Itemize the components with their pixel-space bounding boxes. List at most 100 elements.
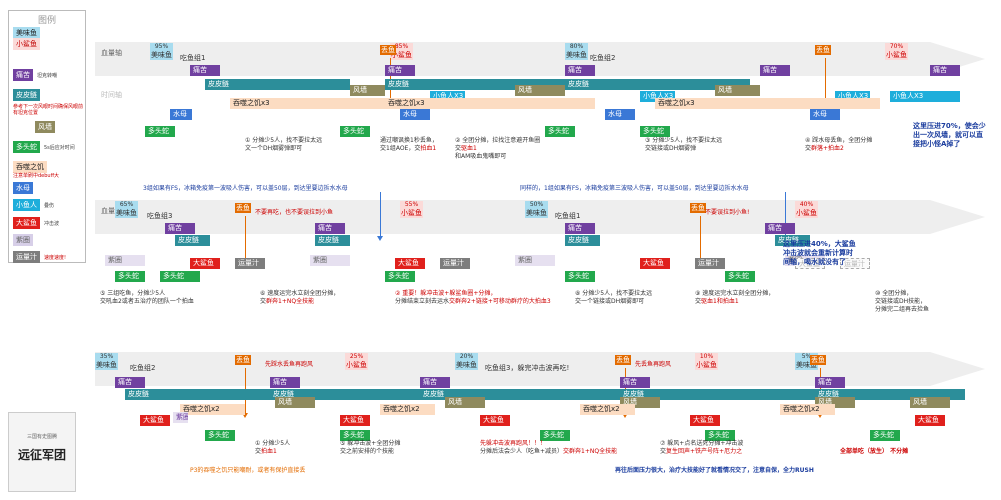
mechanic-bar: 多头蛇 [640, 126, 670, 137]
mechanic-bar: 吞噬之饥x2 [180, 404, 245, 415]
phase-percent: 20% [459, 353, 474, 360]
drop-fish-tag: 丢鱼 [810, 355, 826, 366]
mechanic-bar: 痛苦 [165, 223, 195, 234]
mechanic-bar: 痛苦 [765, 223, 795, 234]
mechanic-bar: 多头蛇 [385, 271, 415, 282]
step-note-line: ⑤ 躲冲击波+全团分摊 [340, 440, 400, 448]
mechanic-bar: 水母 [400, 109, 430, 120]
step-note-line: 交之前安排的个技能 [340, 448, 400, 456]
mechanic-bar: 多头蛇 [205, 430, 235, 441]
step-note-line: 交群奔1+NQ全技能 [260, 298, 339, 306]
mechanic-bar: 皮皮鲢 [175, 235, 210, 246]
step-note-text: 群落+拍血2 [811, 144, 844, 152]
phase-name: 小鲨鱼 [886, 50, 907, 59]
mechanic-bar: 大鲨鱼 [795, 258, 825, 269]
phase-box: 20%美味鱼 [455, 353, 478, 370]
timeline-band [95, 352, 930, 386]
step-note-text: 交 [660, 447, 667, 455]
step-note-line: ④ 踩水母丢鱼，全团分摊 [805, 137, 872, 145]
eating-group-label: 吃鱼组2 [130, 364, 156, 372]
phase-name: 小鲨鱼 [796, 208, 817, 217]
mechanic-bar: 吞噬之饥x3 [655, 98, 880, 109]
legend-swatch: 小鲨鱼 [13, 38, 40, 50]
step-note-text: 交吼血2或者五治疗的团队一个拍血 [100, 297, 194, 305]
phase-name: 美味鱼 [526, 208, 547, 217]
timeline-arrowhead [930, 200, 985, 234]
mechanic-bar: 小鱼人X3 [640, 91, 675, 102]
mechanic-bar: 皮皮鲢 [315, 235, 350, 246]
phase-name: 美味鱼 [796, 360, 817, 369]
eating-group-label: 吃鱼组3 [147, 212, 173, 220]
rush-note: 再往后面压力很大，治疗大技能好了就看情况交了，注意自保，全力RUSH [615, 467, 814, 474]
mechanic-bar: 痛苦 [565, 65, 595, 76]
step-note-text: 和AM吸血鬼嘴即可 [455, 152, 507, 160]
mechanic-bar: 痛苦 [115, 377, 145, 388]
legend-row: 痛苦坦克转嘲 [13, 69, 57, 81]
step-note: ⑤ 三组吃鱼，分摊少5人交吼血2或者五治疗的团队一个拍血 [100, 290, 194, 306]
mechanic-bar: 多头蛇 [340, 126, 370, 137]
legend-row: 美味鱼 [13, 27, 40, 39]
phase-box: 50%美味鱼 [525, 201, 548, 218]
mechanic-bar: 风墙 [815, 397, 855, 408]
phase-name: 小鲨鱼 [401, 208, 422, 217]
watermark-top-text: 三国有史图腾 [26, 434, 57, 440]
step-note-line: 交链接或DH技能， [875, 298, 929, 306]
drop-fish-tag: 丢鱼 [615, 355, 631, 366]
mechanic-bar: 风墙 [275, 397, 315, 408]
mechanic-bar: 紫圈 [105, 255, 145, 266]
step-note-text: ⑦ 躲风+点名送死分摊+冲击波 [660, 440, 744, 447]
phase-box: 70%小鲨鱼 [885, 43, 908, 60]
mechanic-bar: 紫圈 [515, 255, 555, 266]
step-note-text: 和拍血1 [716, 297, 739, 305]
phase-box: 55%小鲨鱼 [400, 201, 423, 218]
step-note-text: ② 全团分摊，拉找注意避开鱼圈 [455, 137, 541, 144]
legend-swatch: 风墙 [35, 121, 55, 133]
phase-box: 25%小鲨鱼 [345, 353, 368, 370]
step-note-text: 交 [455, 144, 462, 152]
mechanic-bar: 多头蛇 [545, 126, 575, 137]
step-note-line: 分摊完二组再去捡鱼 [875, 306, 929, 314]
mechanic-bar: 皮皮鲢 [420, 389, 670, 400]
legend-row: 小鱼人叠伤 [13, 199, 54, 211]
step-note-text: ⑤ 躲冲击波+全团分摊 [340, 440, 401, 447]
mechanic-bar: 水母 [605, 109, 635, 120]
drop-note: 先踩水丢鱼再跑风 [265, 361, 314, 368]
step-note-text: 交 [260, 297, 267, 305]
step-note: ② 重要！躲冲击波+躲鲨鱼圈+分摊，分摊结束立刻去运水交群奔2+链接+可移动群疗… [395, 290, 551, 306]
phase-percent: 25% [349, 353, 364, 360]
phase-name: 美味鱼 [96, 360, 117, 369]
mechanic-bar: 水母 [810, 109, 840, 120]
phase-box: 10%小鲨鱼 [695, 353, 718, 370]
mechanic-bar: 大鲨鱼 [690, 415, 720, 426]
step-note: ⑥ 速度运完水立刻全团分摊，交群奔1+NQ全技能 [260, 290, 339, 306]
step-note-line: ① 分摊少5人，找不要拉太远 [245, 137, 322, 145]
step-note-text: ① 分摊少5人 [255, 440, 291, 447]
step-note: ⑧ 分摊少5人，找不要拉太远交一个链接或DH烟雾即可 [575, 290, 652, 306]
side-note: 这里压进70%，使会少出一次风墙，就可以直接把小怪A掉了 [913, 122, 986, 149]
mechanic-bar: 皮皮鲢 [565, 235, 600, 246]
drop-fish-tag: 丢鱼 [380, 45, 396, 56]
step-note-text: ⑩ 全团分摊， [875, 290, 913, 297]
mechanic-bar: 风墙 [910, 397, 950, 408]
step-note-line: ⑦ 躲风+点名送死分摊+冲击波 [660, 440, 743, 448]
step-note-text: 分摊结束立刻去运水 [395, 297, 450, 305]
step-note-line: ③ 分摊少5人，找不要拉太远 [645, 137, 722, 145]
phase-name: 小鲨鱼 [391, 50, 412, 59]
mechanic-bar: 运量汁 [235, 258, 265, 269]
timeline-arrowhead [930, 352, 985, 386]
mechanic-bar: 皮皮鲢 [125, 389, 285, 400]
step-note-text: 复生回声+铁产号阵+厄力之 [666, 447, 743, 455]
phase-percent: 65% [119, 201, 134, 208]
step-note-text: 拍血1 [420, 144, 437, 152]
mechanic-bar: 痛苦 [620, 377, 650, 388]
drop-fish-tag: 丢鱼 [235, 203, 251, 214]
legend-swatch: 运量汁 [13, 251, 40, 263]
step-note-line: ② 全团分摊，拉找注意避开鱼圈 [455, 137, 540, 145]
mechanic-bar: 水母 [170, 109, 192, 120]
eating-group-label: 吃鱼组3，躲完冲击波再吃! [485, 364, 570, 372]
eating-group-label: 吃鱼组1 [555, 212, 581, 220]
mechanic-bar: 多头蛇 [870, 430, 900, 441]
drop-fish-tag: 丢鱼 [815, 45, 831, 56]
drop-note: 不要误拉到小鱼! [705, 209, 750, 216]
